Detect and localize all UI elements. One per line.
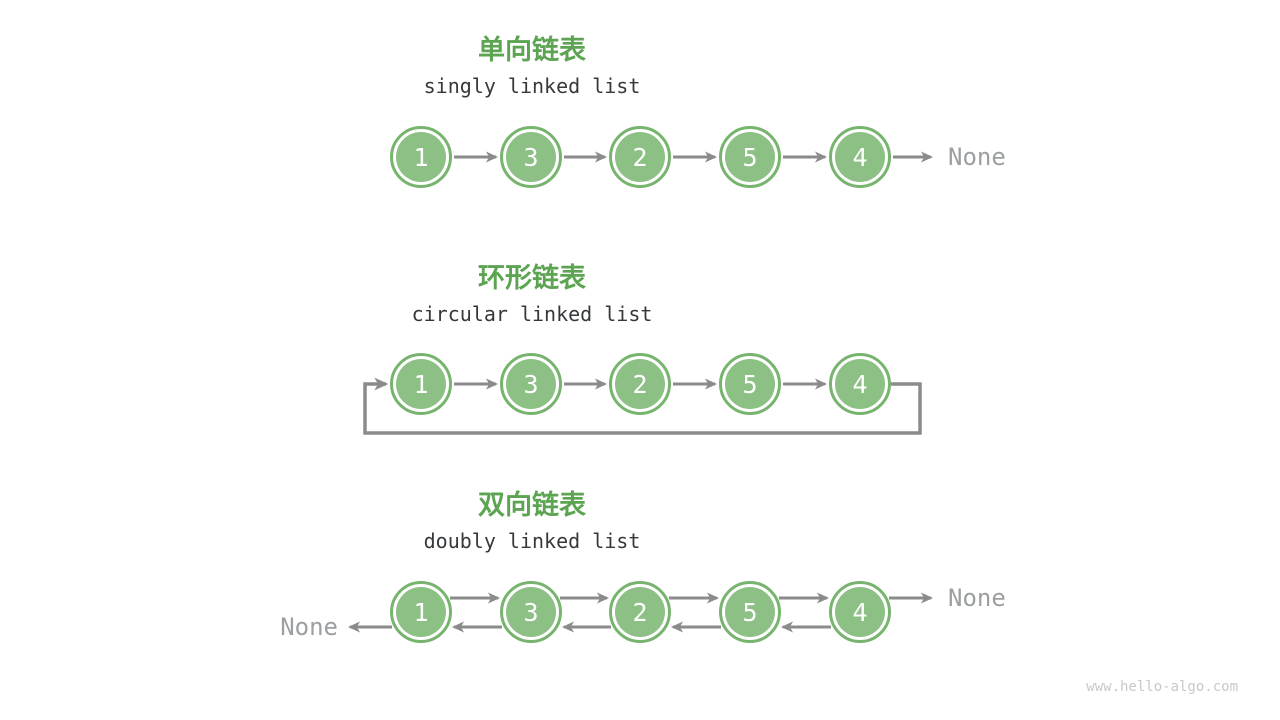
list-node: 1 (390, 126, 452, 188)
section-title-zh-circular: 环形链表 (478, 263, 586, 294)
section-header-singly: 单向链表 singly linked list (232, 35, 832, 100)
section-title-en-doubly: doubly linked list (423, 529, 641, 553)
node-value: 2 (632, 598, 647, 627)
node-value: 1 (413, 370, 428, 399)
node-body (725, 132, 775, 182)
node-value: 3 (523, 598, 538, 627)
node-body (725, 359, 775, 409)
node-body (396, 359, 446, 409)
node-body (506, 587, 556, 637)
node-value: 3 (523, 143, 538, 172)
node-value: 1 (413, 143, 428, 172)
node-body (396, 132, 446, 182)
list-node: 5 (719, 126, 781, 188)
section-title-zh-singly: 单向链表 (478, 35, 586, 66)
node-value: 2 (632, 370, 647, 399)
list-node: 3 (500, 581, 562, 643)
none-label: None (948, 143, 1006, 171)
node-body (615, 587, 665, 637)
loop-back-arrow (363, 377, 922, 435)
node-body (615, 359, 665, 409)
list-node: 2 (609, 126, 671, 188)
list-node: 3 (500, 126, 562, 188)
node-value: 1 (413, 598, 428, 627)
list-node: 5 (719, 581, 781, 643)
list-node: 3 (500, 353, 562, 415)
node-body (725, 587, 775, 637)
list-node: 2 (609, 581, 671, 643)
none-label: None (948, 584, 1006, 612)
node-body (835, 359, 885, 409)
section-title-zh-doubly: 双向链表 (478, 490, 586, 521)
list-node: 5 (719, 353, 781, 415)
watermark-url: www.hello-algo.com (1086, 679, 1238, 695)
none-label: None (280, 613, 338, 641)
node-value: 4 (852, 143, 867, 172)
section-header-doubly: 双向链表 doubly linked list (232, 490, 832, 555)
singly-linked-list-diagram: None 1 3 2 5 4 (390, 126, 1006, 188)
node-value: 4 (852, 370, 867, 399)
node-value: 2 (632, 143, 647, 172)
section-header-circular: 环形链表 circular linked list (232, 263, 832, 328)
list-node: 4 (829, 126, 891, 188)
node-value: 5 (742, 598, 757, 627)
list-node: 1 (390, 353, 452, 415)
section-title-en-circular: circular linked list (411, 302, 653, 326)
circular-linked-list-diagram: 1 3 2 5 4 (363, 353, 922, 435)
list-node: 2 (609, 353, 671, 415)
list-node: 4 (829, 353, 891, 415)
node-body (835, 132, 885, 182)
node-body (835, 587, 885, 637)
list-node: 1 (390, 581, 452, 643)
node-value: 4 (852, 598, 867, 627)
section-title-en-singly: singly linked list (423, 74, 641, 98)
node-body (615, 132, 665, 182)
node-body (506, 132, 556, 182)
node-value: 3 (523, 370, 538, 399)
node-body (396, 587, 446, 637)
list-node: 4 (829, 581, 891, 643)
node-body (506, 359, 556, 409)
node-value: 5 (742, 143, 757, 172)
node-value: 5 (742, 370, 757, 399)
